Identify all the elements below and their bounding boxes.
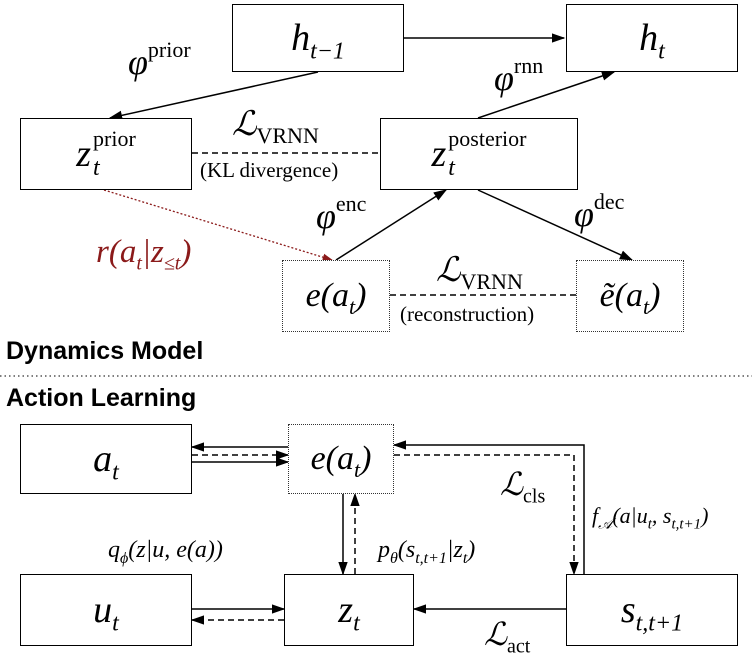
z-t-sub: t <box>353 610 360 637</box>
kl-divergence-note: (KL divergence) <box>200 158 339 182</box>
s-t-node: st,t+1 <box>566 574 738 646</box>
phi-enc-base: φ <box>316 196 336 236</box>
loss-cls-label: ℒcls <box>500 466 545 506</box>
p-theta-label: pθ(st,t+1|zt) <box>378 537 476 566</box>
e-tilde-node: ẽ(at) <box>576 260 684 332</box>
h-t-node: ht <box>566 4 738 72</box>
r-mid: |z <box>141 234 164 270</box>
f-mid: (a|u <box>612 503 648 528</box>
z-prior-base: z <box>76 133 92 175</box>
q-phi-label: qϕ(z|u, e(a)) <box>108 537 223 566</box>
dynamics-section-title: Dynamics Model <box>6 337 204 365</box>
r-sub: ≤t <box>163 252 181 275</box>
z-t-node: zt <box>284 574 414 646</box>
u-t-base: u <box>93 589 113 631</box>
loss-kl-label: ℒVRNN <box>232 106 319 147</box>
e-at-label: e(a <box>305 277 349 314</box>
z-prior-sub: t <box>93 155 100 181</box>
e-at-node: e(at) <box>282 260 390 332</box>
loss-act-sub: act <box>507 635 531 657</box>
h-t-sub: t <box>658 38 665 65</box>
loss-rec-base: ℒ <box>436 252 461 289</box>
phi-prior-base: φ <box>128 42 148 82</box>
phi-enc-sup: enc <box>335 191 367 216</box>
z-posterior-node: z posterior t <box>380 118 578 190</box>
e-at-action-close: ) <box>360 440 372 477</box>
a-t-base: a <box>93 438 113 480</box>
q-sub: ϕ <box>120 549 129 567</box>
f-post: ) <box>701 503 709 528</box>
action-section-title: Action Learning <box>6 384 197 412</box>
arrow-e-to-zpost <box>335 189 448 261</box>
p-pre: p <box>378 537 390 563</box>
h-t-base: h <box>639 17 659 59</box>
u-t-sub: t <box>112 610 119 637</box>
phi-dec-label: φdec <box>574 191 624 234</box>
loss-cls-base: ℒ <box>500 466 524 502</box>
p-mid: (s <box>397 537 416 563</box>
phi-rnn-sup: rnn <box>513 53 544 78</box>
q-post: (z|u, e(a)) <box>128 537 223 563</box>
z-prior-node: z prior t <box>20 118 192 190</box>
loss-kl-base: ℒ <box>232 106 257 143</box>
e-tilde-label: ẽ(a <box>599 277 643 314</box>
z-post-base: z <box>431 133 447 175</box>
reconstruction-note: (reconstruction) <box>400 302 535 326</box>
h-prev-node: ht−1 <box>232 4 404 72</box>
loss-rec-sub: VRNN <box>460 268 523 294</box>
loss-cls-sub: cls <box>523 485 546 508</box>
p-post: ) <box>467 537 476 563</box>
phi-dec-sup: dec <box>593 189 625 214</box>
e-at-close: ) <box>355 277 367 314</box>
e-at-action-node: e(at) <box>288 424 394 494</box>
arrow-e-to-s-dashed <box>394 454 579 576</box>
z-prior-sup: prior <box>93 126 136 151</box>
loss-kl-sub: VRNN <box>256 122 319 148</box>
p-sub: θ <box>390 549 398 567</box>
a-t-sub: t <box>112 459 119 486</box>
loss-rec-label: ℒVRNN <box>436 252 523 293</box>
f-sub2: t <box>647 516 652 533</box>
s-t-sub: t,t+1 <box>635 610 684 637</box>
loss-act-label: ℒact <box>484 616 530 656</box>
p-sub3: t <box>462 549 468 567</box>
z-post-sub: t <box>448 155 455 181</box>
arrow-zpost-to-etilde <box>477 189 634 261</box>
q-pre: q <box>108 537 120 563</box>
u-t-node: ut <box>20 574 192 646</box>
z-t-base: z <box>338 589 354 631</box>
phi-prior-label: φprior <box>128 39 191 82</box>
f-pre: f <box>592 503 599 528</box>
phi-enc-label: φenc <box>316 193 366 236</box>
s-t-base: s <box>620 589 636 631</box>
h-prev-base: h <box>291 17 311 59</box>
f-mid2: , s <box>651 503 672 528</box>
p-mid2: |z <box>446 537 463 563</box>
phi-rnn-base: φ <box>494 58 514 98</box>
r-post: ) <box>180 234 192 270</box>
h-prev-sub: t−1 <box>310 38 345 65</box>
f-sub3: t,t+1 <box>671 516 702 533</box>
phi-prior-sup: prior <box>147 37 191 62</box>
phi-dec-base: φ <box>574 194 594 234</box>
arrow-hprev-to-zprior <box>108 71 319 120</box>
r-prior-label: r(at|z≤t) <box>96 234 192 275</box>
f-a-label: f𝒜(a|ut, st,t+1) <box>592 503 709 532</box>
arrow-s-to-e-solid <box>392 440 585 574</box>
e-at-action-label: e(a <box>310 440 354 477</box>
r-pre: r(a <box>96 234 137 270</box>
e-tilde-close: ) <box>649 277 661 314</box>
p-sub2: t,t+1 <box>415 549 447 567</box>
a-t-node: at <box>20 424 192 494</box>
z-post-sup: posterior <box>448 126 527 151</box>
arrow-zpost-to-ht <box>477 71 616 119</box>
phi-rnn-label: φrnn <box>494 55 543 98</box>
loss-act-base: ℒ <box>484 616 508 652</box>
f-sub: 𝒜 <box>598 516 613 533</box>
